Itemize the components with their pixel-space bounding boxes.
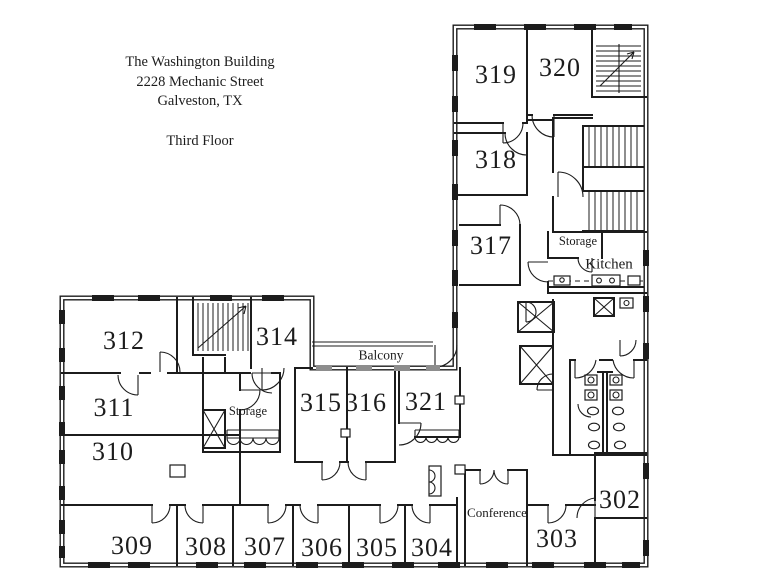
area-label-conference: Conference bbox=[467, 504, 527, 520]
scallop-row-321 bbox=[414, 429, 460, 443]
window-ticks bbox=[59, 24, 649, 568]
dumbwaiter-icon bbox=[593, 297, 634, 317]
room-label-320: 320 bbox=[539, 52, 581, 82]
room-label-321: 321 bbox=[405, 386, 447, 416]
left-wing-walls bbox=[61, 297, 465, 566]
elevator-icon-upper bbox=[517, 301, 555, 333]
room-label-309: 309 bbox=[111, 530, 153, 560]
room-label-319: 319 bbox=[475, 59, 517, 89]
room-label-315: 315 bbox=[300, 387, 342, 417]
room-label-310: 310 bbox=[92, 436, 134, 466]
room-label-304: 304 bbox=[411, 532, 453, 562]
room-label-305: 305 bbox=[356, 532, 398, 562]
address-line-1: 2228 Mechanic Street bbox=[136, 73, 264, 90]
room-label-311: 311 bbox=[93, 392, 135, 422]
balcony-rail bbox=[312, 341, 433, 347]
room-label-302: 302 bbox=[599, 484, 641, 514]
room-label-306: 306 bbox=[301, 532, 343, 562]
building-name: The Washington Building bbox=[125, 53, 275, 70]
scallop-row-storage bbox=[226, 429, 280, 446]
kitchen-counter bbox=[553, 274, 641, 287]
room-label-314: 314 bbox=[256, 321, 298, 351]
stairs-icon-main-stairwell bbox=[582, 125, 644, 232]
stairs-icon-left-wing bbox=[197, 303, 249, 351]
area-label-kitchen: Kitchen bbox=[585, 256, 633, 273]
room-label-307: 307 bbox=[244, 531, 286, 561]
area-label-storage-lower: Storage bbox=[228, 404, 268, 419]
floor-label: Third Floor bbox=[166, 132, 234, 149]
room-label-316: 316 bbox=[345, 387, 387, 417]
room-label-308: 308 bbox=[185, 531, 227, 561]
area-label-balcony: Balcony bbox=[358, 347, 404, 363]
area-label-storage-upper: Storage bbox=[558, 234, 598, 249]
room-label-303: 303 bbox=[536, 523, 578, 553]
door-arcs bbox=[117, 114, 637, 524]
room-label-317: 317 bbox=[470, 230, 512, 260]
elevator-icon-lower bbox=[519, 345, 554, 385]
toilet-icons bbox=[584, 374, 627, 450]
address-line-2: Galveston, TX bbox=[157, 92, 243, 109]
room-label-318: 318 bbox=[475, 144, 517, 174]
room-label-312: 312 bbox=[103, 325, 145, 355]
stairs-icon-top-right bbox=[596, 44, 641, 93]
